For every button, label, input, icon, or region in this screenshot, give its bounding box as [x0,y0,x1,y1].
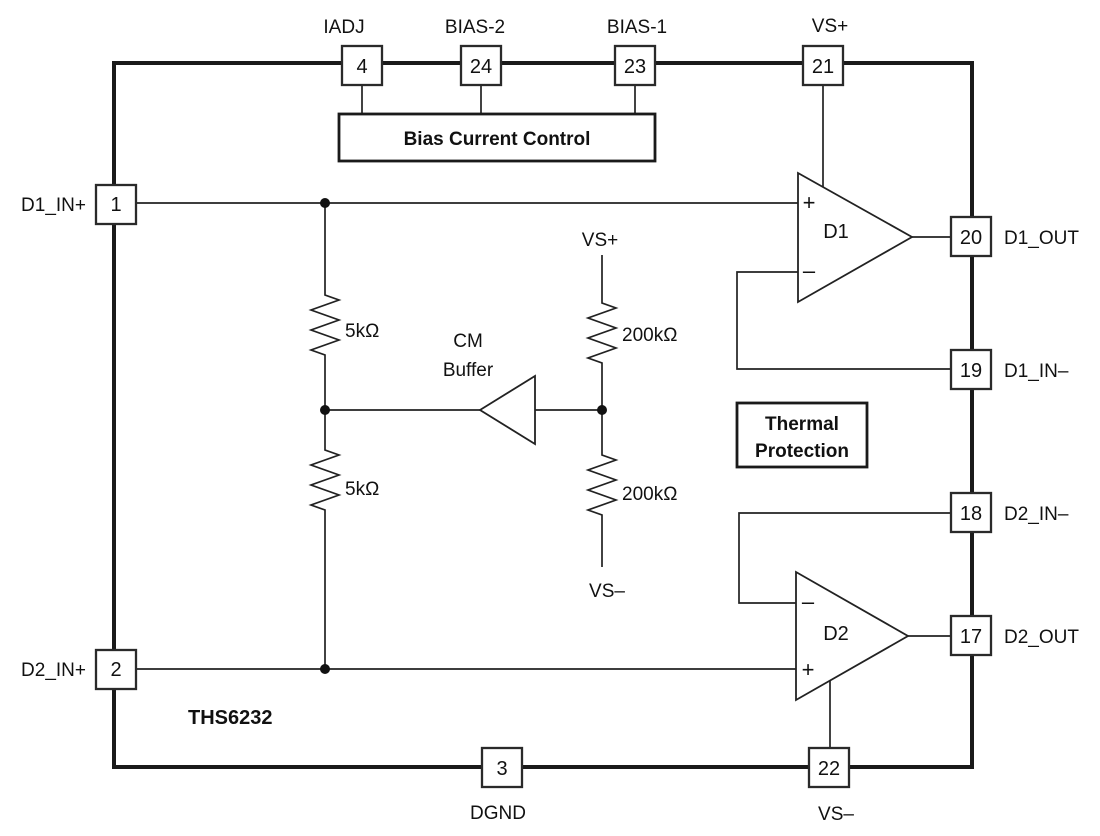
resistor-value-5k-upper: 5kΩ [345,321,379,342]
pin-label-d1-in-plus: D1_IN+ [21,195,86,216]
thermal-protection-title-line1: Thermal [765,414,839,435]
pin-box-24 [459,44,503,87]
thermal-protection-box [735,401,869,469]
pin-box-17 [949,614,993,657]
pin-box-2 [94,648,138,691]
wire-d2-feedback [738,512,951,604]
pin-label-vsplus: VS+ [812,16,848,37]
pin-box-22 [807,746,851,789]
rail-label-vs-plus: VS+ [582,230,618,251]
pin-number-17: 17 [960,626,982,648]
wire-d1-feedback [736,271,951,370]
opamp-d2-name: D2 [823,623,849,645]
pin-label-d1-out: D1_OUT [1004,228,1079,249]
bias-current-control-box [337,112,657,163]
d2-minus-sign: – [802,589,815,614]
pin-box-3 [480,746,524,789]
pin-number-20: 20 [960,227,982,249]
pin-box-19 [949,348,993,391]
pin-label-d2-in-minus: D2_IN– [1004,504,1069,525]
resistor-200k-lower-symbol [585,410,619,567]
pin-box-1 [94,183,138,226]
cm-buffer-label-line1: CM [453,331,483,352]
thermal-protection-title-line2: Protection [755,441,849,462]
pin-box-23 [613,44,657,87]
pin-label-bias1: BIAS-1 [607,17,667,38]
cm-buffer-label-line2: Buffer [443,360,494,381]
resistor-value-5k-lower: 5kΩ [345,479,379,500]
pin-number-2: 2 [110,659,121,681]
junction-dot-divider-left [320,405,330,415]
pin-number-24: 24 [470,56,492,78]
junction-dot-d2-input [320,664,330,674]
d2-plus-sign: + [802,657,815,682]
bias-current-control-title: Bias Current Control [404,129,591,150]
pin-box-21 [801,44,845,87]
cm-buffer-triangle [478,374,536,446]
pin-box-4 [340,44,384,87]
pin-label-bias2: BIAS-2 [445,17,505,38]
resistor-200k-upper-symbol [585,255,619,410]
junction-dot-divider-right [597,405,607,415]
pin-label-d2-in-plus: D2_IN+ [21,660,86,681]
pin-label-d2-out: D2_OUT [1004,627,1079,648]
pin-number-19: 19 [960,360,982,382]
pin-label-d1-in-minus: D1_IN– [1004,361,1069,382]
pin-box-18 [949,491,993,534]
resistor-value-200k-upper: 200kΩ [622,325,677,346]
pin-label-vsminus: VS– [818,804,854,825]
opamp-d1-name: D1 [823,221,849,243]
resistor-5k-upper-symbol [308,203,342,410]
resistor-value-200k-lower: 200kΩ [622,484,677,505]
pin-number-1: 1 [110,194,121,216]
pin-label-dgnd: DGND [470,803,526,824]
pin-label-iadj: IADJ [323,17,364,38]
chip-outline [112,61,974,769]
opamp-d1-triangle [797,171,914,304]
pin-number-22: 22 [818,758,840,780]
opamp-d2-triangle [795,570,910,702]
rail-label-vs-minus: VS– [589,581,625,602]
pin-number-4: 4 [356,56,367,78]
pin-number-23: 23 [624,56,646,78]
pin-box-20 [949,215,993,258]
part-number: THS6232 [188,707,273,729]
d1-plus-sign: + [803,190,816,215]
pin-number-18: 18 [960,503,982,525]
junction-dot-d1-input [320,198,330,208]
resistor-5k-lower-symbol [308,410,342,669]
d1-minus-sign: – [803,258,816,283]
pin-number-21: 21 [812,56,834,78]
pin-number-3: 3 [496,758,507,780]
